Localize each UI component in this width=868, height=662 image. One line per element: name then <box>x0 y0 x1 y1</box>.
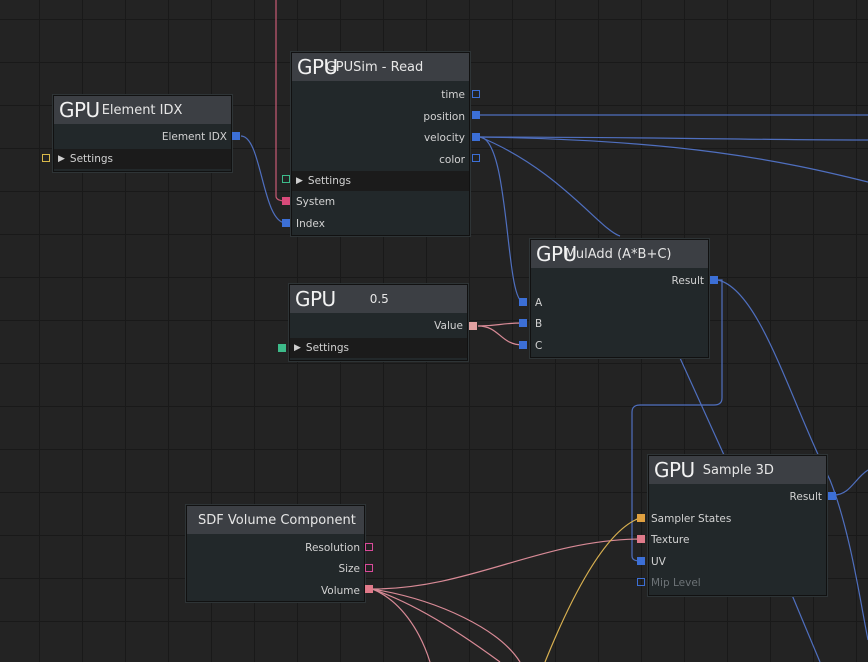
port-velocity-out[interactable] <box>472 133 480 141</box>
node-header[interactable]: GPU 0.5 <box>290 285 467 313</box>
gpu-prefix: GPU <box>536 242 577 266</box>
port-mip-level-in[interactable] <box>637 578 645 586</box>
input-label-b: B <box>535 318 543 330</box>
wire-value-to-c <box>477 325 524 346</box>
node-sample-3d[interactable]: GPU Sample 3D Result Sampler States Text… <box>648 455 827 596</box>
wire-sample3d-bottom <box>791 594 821 662</box>
wire-volume-down-3 <box>371 588 521 662</box>
wire-result-to-uv <box>631 279 723 562</box>
settings-label: Settings <box>307 175 351 187</box>
node-title: SDF Volume Component <box>198 512 356 528</box>
port-resolution-out[interactable] <box>365 543 373 551</box>
node-title: MulAdd (A*B+C) <box>564 246 672 262</box>
input-label-a: A <box>535 297 543 309</box>
port-volume-out[interactable] <box>365 585 373 593</box>
wire-system <box>275 0 287 202</box>
settings-label: Settings <box>69 153 113 165</box>
node-muladd[interactable]: GPU MulAdd (A*B+C) Result A B C <box>530 239 709 358</box>
node-header[interactable]: GPU Element IDX <box>54 96 231 124</box>
port-constant-settings[interactable] <box>278 344 286 352</box>
node-title: GPUSim - Read <box>325 59 424 75</box>
port-time-out[interactable] <box>472 90 480 98</box>
port-a-in[interactable] <box>519 298 527 306</box>
wire-velocity-out <box>479 136 868 141</box>
input-label-sampler-states: Sampler States <box>651 513 732 525</box>
gpu-prefix: GPU <box>59 98 100 122</box>
settings-row[interactable]: ▶ Settings <box>290 338 467 358</box>
node-header[interactable]: GPU Sample 3D <box>649 456 826 484</box>
port-system-in[interactable] <box>282 197 290 205</box>
port-color-out[interactable] <box>472 154 480 162</box>
output-label-result: Result <box>671 275 704 287</box>
port-element-idx-out[interactable] <box>232 132 240 140</box>
node-header[interactable]: GPU GPUSim - Read <box>292 53 469 81</box>
node-title: Sample 3D <box>702 462 774 478</box>
node-title: Element IDX <box>101 102 183 118</box>
wire-velocity-to-right <box>479 136 868 183</box>
input-label-index: Index <box>296 218 325 230</box>
port-c-in[interactable] <box>519 341 527 349</box>
output-label-color: color <box>439 154 465 166</box>
port-texture-in[interactable] <box>637 535 645 543</box>
wire-volume-down-1 <box>371 588 431 662</box>
settings-row[interactable]: ▶ Settings <box>54 149 231 169</box>
expand-triangle-icon[interactable]: ▶ <box>294 343 301 353</box>
node-header[interactable]: SDF Volume Component <box>187 506 364 534</box>
wire-element-idx-to-index <box>240 135 287 224</box>
node-constant[interactable]: GPU 0.5 Value ▶ Settings <box>289 284 468 361</box>
node-gpusim-read[interactable]: GPU GPUSim - Read time position velocity… <box>291 52 470 236</box>
wire-volume-to-texture <box>371 538 641 590</box>
node-sdf-volume-component[interactable]: SDF Volume Component Resolution Size Vol… <box>186 505 365 602</box>
input-label-mip-level: Mip Level <box>651 577 701 589</box>
input-label-texture: Texture <box>651 534 690 546</box>
gpu-prefix: GPU <box>295 287 336 311</box>
output-label-size: Size <box>338 563 360 575</box>
port-uv-in[interactable] <box>637 557 645 565</box>
output-label-value: Value <box>434 320 463 332</box>
port-size-out[interactable] <box>365 564 373 572</box>
wire-value-to-b <box>477 322 524 327</box>
port-muladd-result-out[interactable] <box>710 276 718 284</box>
input-label-system: System <box>296 196 336 208</box>
port-sampler-states-in[interactable] <box>637 514 645 522</box>
settings-label: Settings <box>305 342 349 354</box>
wire-muladd-diag <box>679 357 725 456</box>
input-label-uv: UV <box>651 556 666 568</box>
wire-sampler-states <box>544 517 641 662</box>
input-label-c: C <box>535 340 543 352</box>
wire-volume-down-2 <box>371 588 501 662</box>
port-index-in[interactable] <box>282 219 290 227</box>
output-label-element-idx: Element IDX <box>161 131 227 143</box>
output-label-velocity: velocity <box>423 132 465 144</box>
port-position-out[interactable] <box>472 111 480 119</box>
wire-sample3d-result-out <box>833 469 868 496</box>
node-title: 0.5 <box>369 292 389 306</box>
output-label-time: time <box>441 89 465 101</box>
output-label-position: position <box>423 111 465 123</box>
port-gpusim-settings[interactable] <box>282 175 290 183</box>
port-sample3d-result-out[interactable] <box>828 492 836 500</box>
port-b-in[interactable] <box>519 319 527 327</box>
settings-row[interactable]: ▶ Settings <box>292 171 469 191</box>
port-element-idx-settings[interactable] <box>42 154 50 162</box>
output-label-volume: Volume <box>320 585 360 597</box>
expand-triangle-icon[interactable]: ▶ <box>296 176 303 186</box>
wire-velocity-to-a <box>479 136 524 303</box>
port-value-out[interactable] <box>469 322 477 330</box>
node-header[interactable]: GPU MulAdd (A*B+C) <box>531 240 708 268</box>
wire-velocity-down <box>479 136 621 237</box>
output-label-result: Result <box>789 491 822 503</box>
gpu-prefix: GPU <box>297 55 338 79</box>
output-label-resolution: Resolution <box>305 542 360 554</box>
node-element-idx[interactable]: GPU Element IDX Element IDX ▶ Settings <box>53 95 232 172</box>
expand-triangle-icon[interactable]: ▶ <box>58 154 65 164</box>
gpu-prefix: GPU <box>654 458 695 482</box>
